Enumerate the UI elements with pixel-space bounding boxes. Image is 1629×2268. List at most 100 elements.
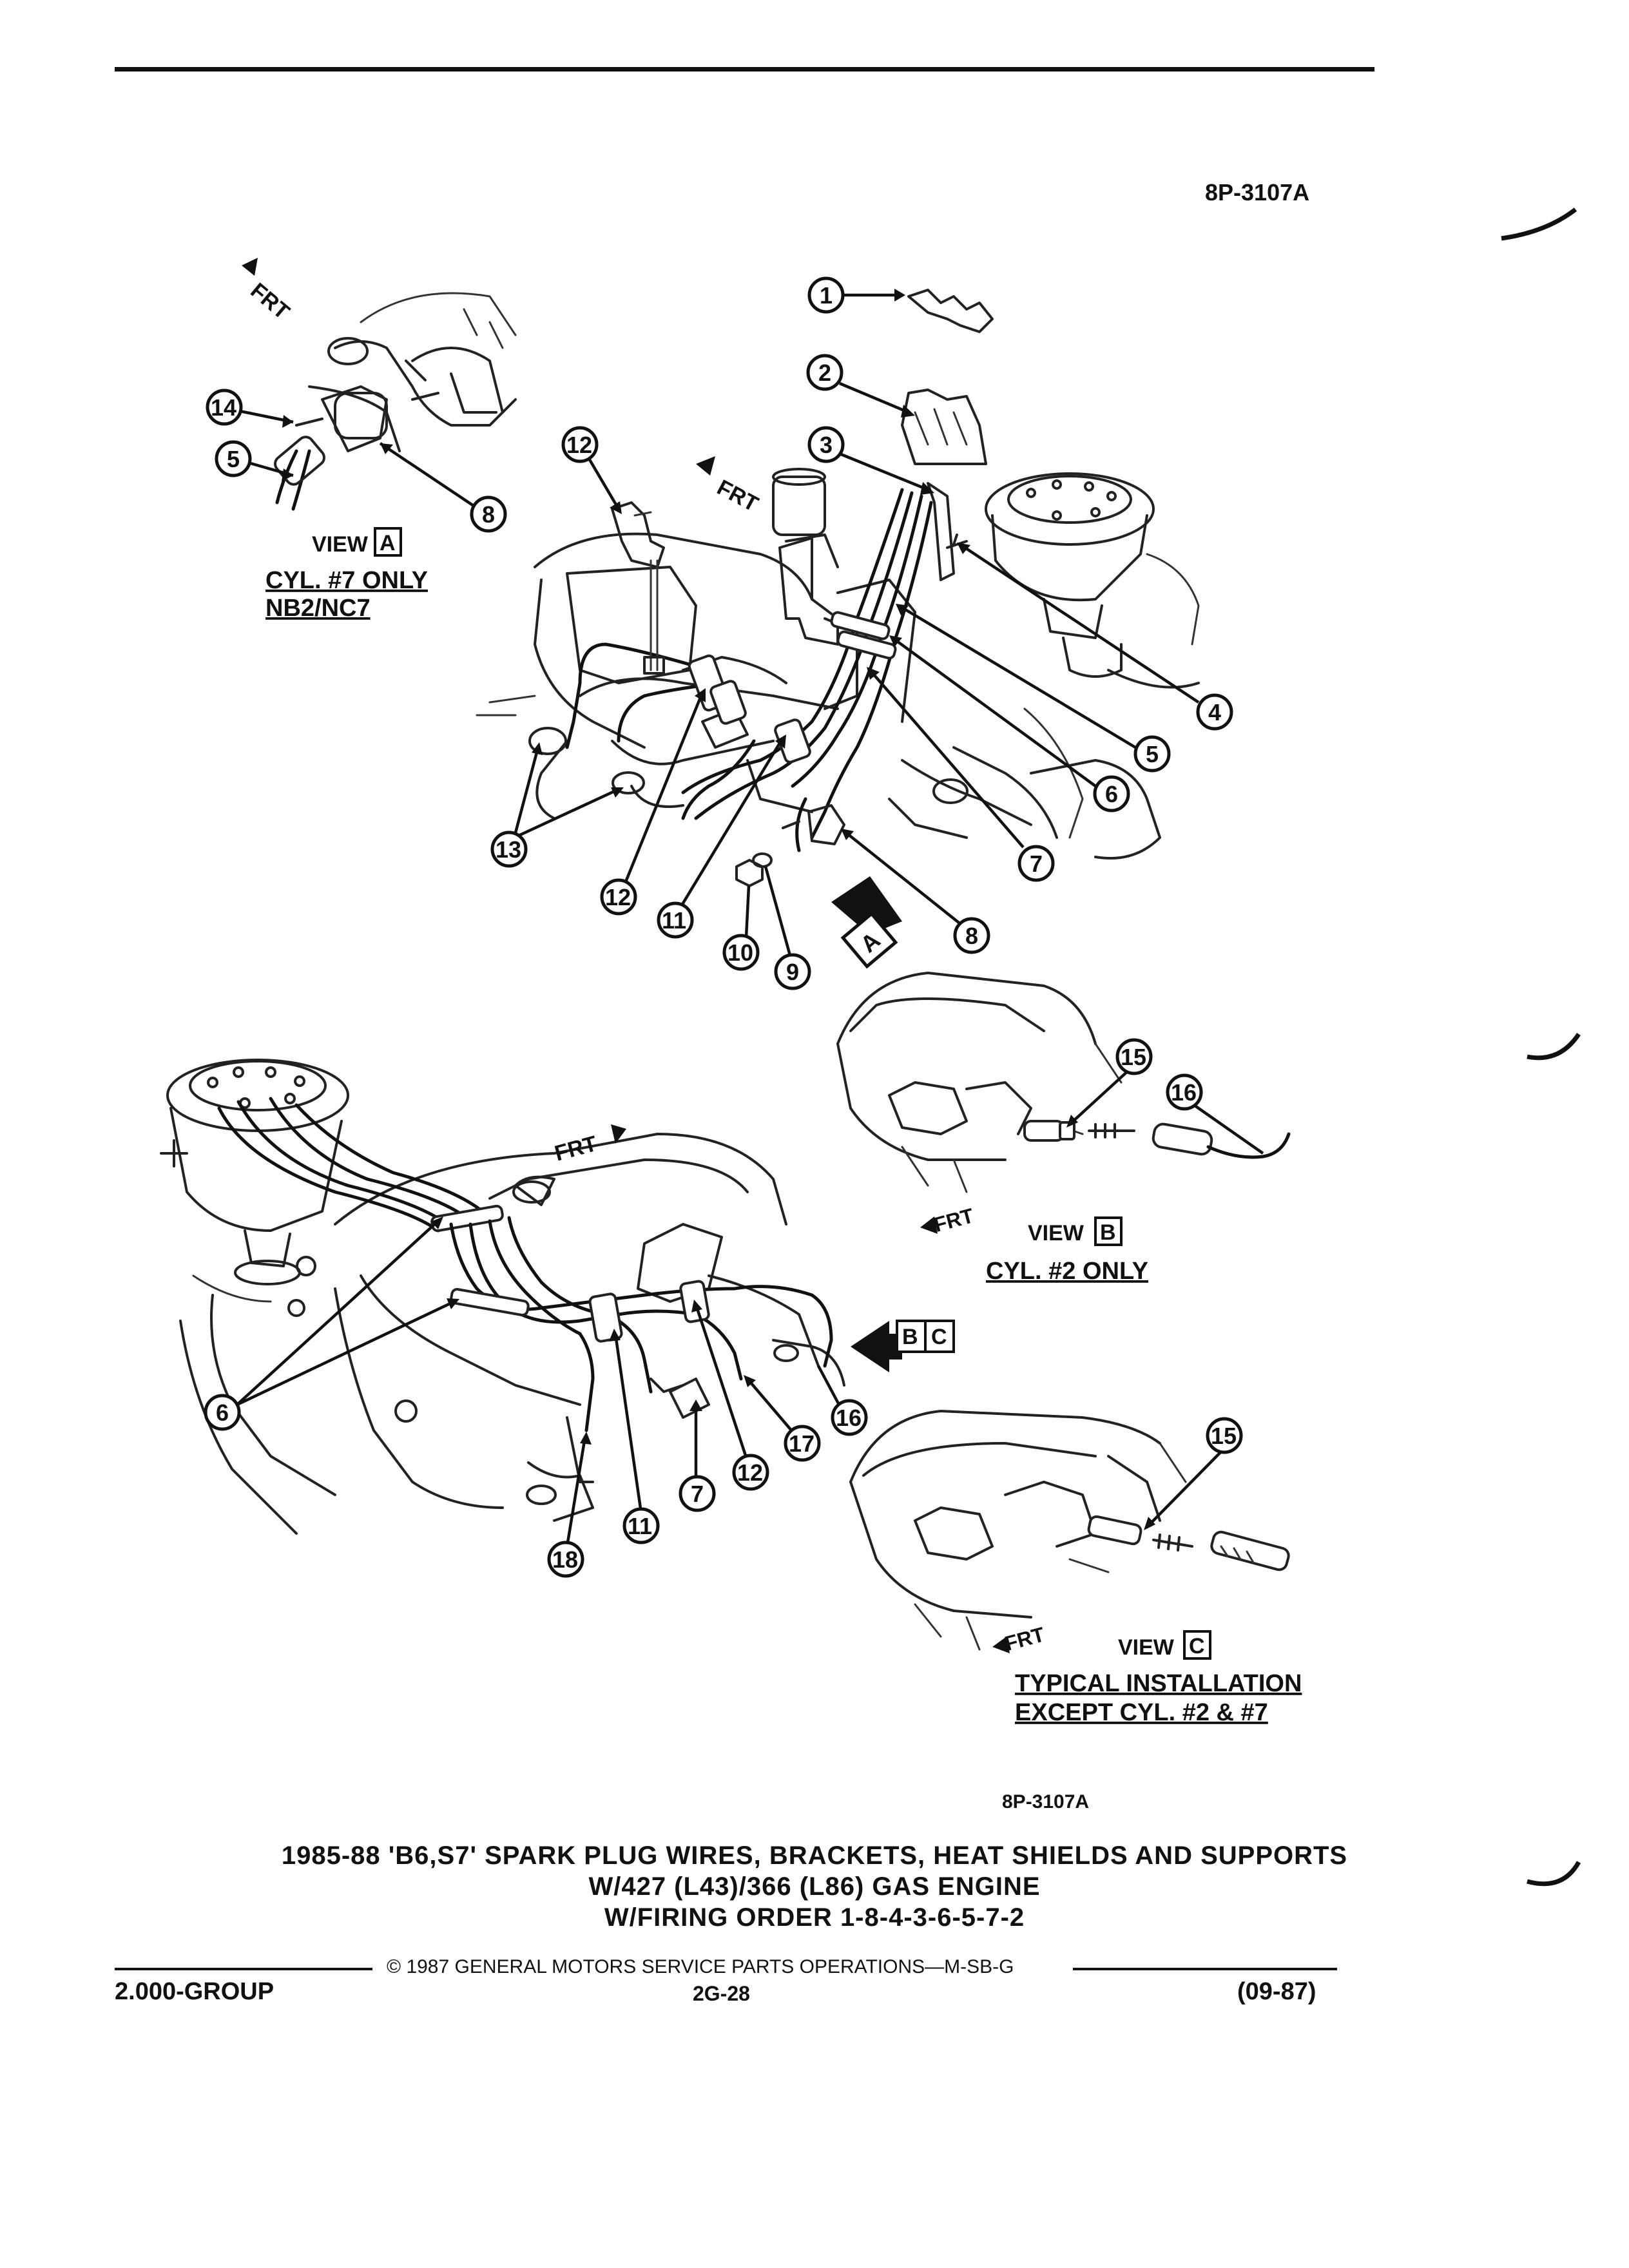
svg-text:FRT: FRT bbox=[713, 475, 762, 517]
svg-text:CYL. #7 ONLY: CYL. #7 ONLY bbox=[265, 567, 428, 594]
svg-text:12: 12 bbox=[605, 884, 631, 910]
view-c-label: VIEW C TYPICAL INSTALLATION EXCEPT CYL. … bbox=[1015, 1630, 1302, 1726]
svg-text:7: 7 bbox=[691, 1481, 704, 1507]
callout-5-view-a: 5 bbox=[215, 440, 252, 477]
svg-text:B: B bbox=[1100, 1220, 1116, 1245]
svg-text:5: 5 bbox=[1146, 741, 1159, 767]
svg-text:1: 1 bbox=[820, 282, 833, 309]
callout-15-view-b: 15 bbox=[1115, 1038, 1153, 1075]
svg-text:11: 11 bbox=[628, 1513, 652, 1539]
caption-line-3: W/FIRING ORDER 1-8-4-3-6-5-7-2 bbox=[604, 1903, 1025, 1932]
margin-mark bbox=[1527, 1033, 1581, 1061]
svg-text:FRT: FRT bbox=[552, 1131, 600, 1166]
svg-text:CYL. #2 ONLY: CYL. #2 ONLY bbox=[986, 1258, 1148, 1285]
svg-text:12: 12 bbox=[737, 1459, 763, 1486]
callout-6-bottom: 6 bbox=[204, 1394, 241, 1431]
callout-7-bottom: 7 bbox=[679, 1475, 716, 1512]
callout-4: 4 bbox=[1196, 693, 1233, 731]
svg-text:10: 10 bbox=[728, 939, 753, 966]
svg-text:17: 17 bbox=[789, 1430, 815, 1457]
svg-text:4: 4 bbox=[1208, 699, 1221, 726]
leader-lines bbox=[236, 289, 1264, 1547]
callout-12-top: 12 bbox=[561, 426, 599, 463]
svg-text:18: 18 bbox=[552, 1546, 578, 1573]
page-number: 2G-28 bbox=[693, 1982, 750, 2005]
svg-text:9: 9 bbox=[786, 959, 799, 985]
callout-8: 8 bbox=[953, 917, 990, 954]
caption-line-2: W/427 (L43)/366 (L86) GAS ENGINE bbox=[588, 1872, 1041, 1901]
svg-text:16: 16 bbox=[1171, 1079, 1197, 1106]
view-a-marker-arrow: A bbox=[831, 876, 902, 969]
callout-16-bottom: 16 bbox=[831, 1399, 868, 1436]
callout-15-view-c: 15 bbox=[1206, 1417, 1243, 1454]
callout-3: 3 bbox=[807, 426, 845, 463]
frt-arrow-top: FRT bbox=[696, 456, 762, 517]
view-a-label: VIEW A CYL. #7 ONLY NB2/NC7 bbox=[265, 527, 428, 622]
top-rule bbox=[115, 67, 1374, 72]
copyright-notice: © 1987 GENERAL MOTORS SERVICE PARTS OPER… bbox=[387, 1956, 1014, 1977]
svg-text:B: B bbox=[902, 1325, 918, 1349]
svg-text:6: 6 bbox=[1105, 781, 1118, 807]
svg-text:13: 13 bbox=[496, 836, 521, 863]
callout-18: 18 bbox=[547, 1541, 584, 1578]
svg-text:15: 15 bbox=[1211, 1423, 1237, 1449]
svg-text:A: A bbox=[380, 531, 396, 555]
callout-13: 13 bbox=[490, 831, 528, 868]
svg-text:16: 16 bbox=[836, 1405, 862, 1431]
svg-text:2: 2 bbox=[818, 360, 831, 386]
frt-arrow-bottom: FRT bbox=[552, 1124, 626, 1166]
figure-code-top: 8P-3107A bbox=[1205, 179, 1310, 206]
margin-mark bbox=[1501, 207, 1577, 241]
svg-text:C: C bbox=[931, 1325, 947, 1349]
svg-text:8: 8 bbox=[482, 501, 495, 528]
callout-10: 10 bbox=[722, 934, 760, 971]
svg-text:12: 12 bbox=[566, 432, 592, 458]
callout-17: 17 bbox=[784, 1425, 821, 1462]
callout-6: 6 bbox=[1093, 775, 1130, 812]
top-engine-illustration bbox=[476, 289, 1200, 887]
callout-16-view-b: 16 bbox=[1166, 1073, 1203, 1111]
callout-12: 12 bbox=[600, 878, 637, 916]
svg-text:14: 14 bbox=[211, 394, 236, 421]
frt-arrow-view-a: FRT bbox=[242, 258, 294, 325]
svg-text:15: 15 bbox=[1121, 1044, 1146, 1070]
svg-text:8: 8 bbox=[965, 923, 978, 949]
svg-text:NB2/NC7: NB2/NC7 bbox=[265, 595, 371, 622]
callout-12-bottom: 12 bbox=[732, 1454, 769, 1491]
callout-5: 5 bbox=[1133, 735, 1171, 773]
view-b-illustration bbox=[836, 972, 1291, 1193]
callout-14: 14 bbox=[206, 389, 243, 426]
view-bc-marker-arrow: B C bbox=[851, 1320, 955, 1372]
view-a-illustration bbox=[274, 292, 517, 511]
callout-2: 2 bbox=[806, 354, 843, 391]
svg-text:7: 7 bbox=[1030, 850, 1043, 877]
view-c-illustration bbox=[849, 1410, 1290, 1651]
svg-text:VIEW: VIEW bbox=[312, 532, 369, 557]
group-number: 2.000-GROUP bbox=[115, 1978, 275, 2005]
footer-rule-left bbox=[115, 1968, 372, 1970]
svg-text:6: 6 bbox=[216, 1399, 229, 1426]
footer-rule-right bbox=[1073, 1968, 1337, 1970]
bottom-engine-illustration bbox=[160, 1059, 845, 1535]
callout-1: 1 bbox=[807, 276, 845, 314]
callout-7: 7 bbox=[1017, 845, 1055, 882]
callout-8-view-a: 8 bbox=[470, 495, 507, 533]
frt-arrow-view-c: FRT bbox=[992, 1622, 1047, 1655]
svg-text:VIEW: VIEW bbox=[1028, 1221, 1084, 1245]
svg-text:3: 3 bbox=[820, 432, 833, 458]
wire-loom-top bbox=[830, 611, 897, 660]
frt-arrow-view-b: FRT bbox=[920, 1204, 976, 1236]
svg-text:FRT: FRT bbox=[1002, 1622, 1047, 1655]
svg-text:EXCEPT CYL. #2 & #7: EXCEPT CYL. #2 & #7 bbox=[1015, 1699, 1268, 1726]
svg-text:TYPICAL INSTALLATION: TYPICAL INSTALLATION bbox=[1015, 1670, 1302, 1697]
view-b-label: VIEW B CYL. #2 ONLY bbox=[986, 1216, 1148, 1285]
svg-text:11: 11 bbox=[662, 907, 686, 934]
svg-text:5: 5 bbox=[227, 446, 240, 472]
svg-text:FRT: FRT bbox=[931, 1204, 976, 1236]
callout-11-bottom: 11 bbox=[622, 1507, 660, 1544]
margin-mark bbox=[1527, 1861, 1581, 1887]
svg-text:VIEW: VIEW bbox=[1118, 1635, 1175, 1660]
callout-11: 11 bbox=[657, 901, 694, 939]
